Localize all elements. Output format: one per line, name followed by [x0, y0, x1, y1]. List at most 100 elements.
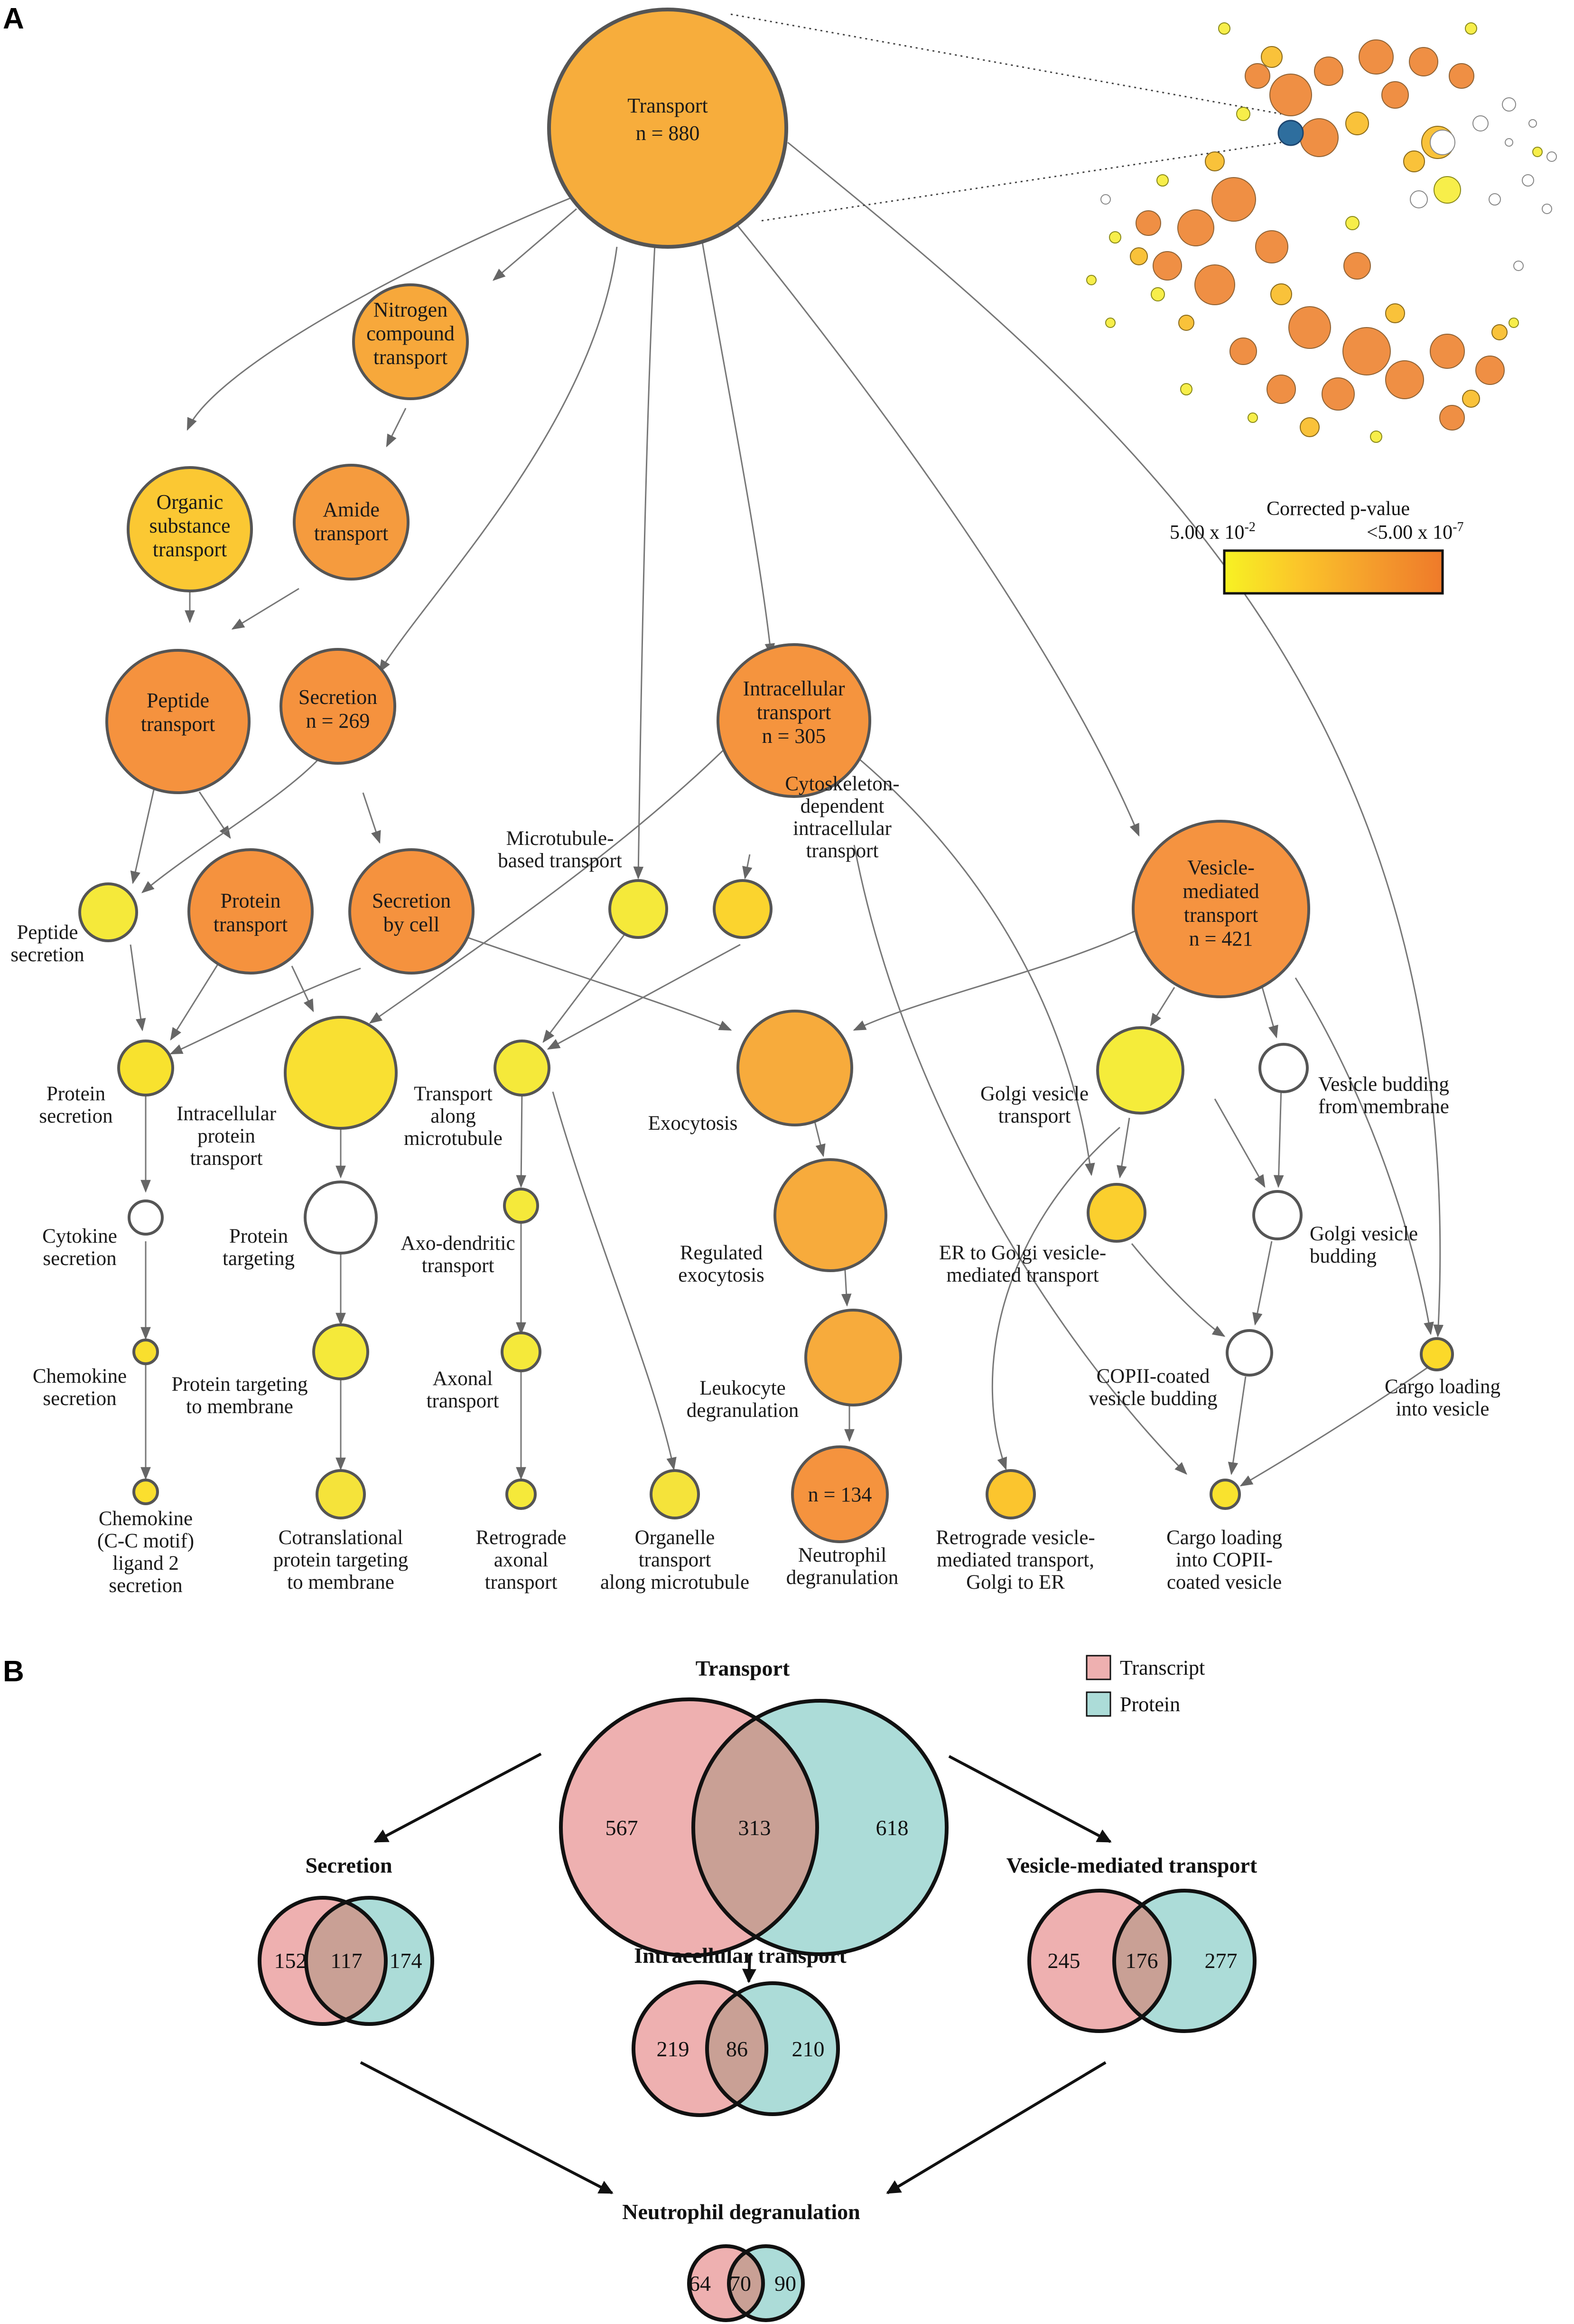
node-copii	[1226, 1329, 1273, 1377]
label-ccl2-2: (C-C motif)	[97, 1530, 194, 1552]
nodes	[78, 8, 1454, 1543]
amide-line1: Amide	[323, 498, 380, 521]
legend-transcript-swatch	[1086, 1655, 1111, 1680]
node-secretion-cell	[348, 848, 475, 975]
nitrogen-line2: compound	[366, 322, 455, 345]
transport-n: n = 880	[636, 122, 700, 145]
node-transport	[547, 8, 788, 249]
venn-vesicle-title: Vesicle-mediated transport	[1006, 1853, 1257, 1877]
label-retro-axonal-3: transport	[485, 1571, 558, 1593]
node-exocytosis	[736, 1010, 853, 1126]
intracellular-line2: transport	[757, 701, 831, 724]
organic-line2: substance	[149, 514, 230, 537]
label-cytoskeleton-2: dependent	[801, 795, 885, 817]
peptide-line2: transport	[141, 712, 215, 736]
node-er-golgi	[1087, 1183, 1146, 1243]
label-copii-2: vesicle budding	[1089, 1387, 1217, 1410]
protein-transport-line1: Protein	[220, 889, 280, 912]
label-organelle-1: Organelle	[635, 1527, 715, 1549]
label-organelle-3: along microtubule	[600, 1571, 749, 1593]
colorbar-gradient	[1223, 549, 1444, 595]
label-leukocyte-1: Leukocyte	[699, 1377, 785, 1399]
label-intra-protein-2: protein	[197, 1125, 255, 1147]
vesicle-line3: transport	[1184, 903, 1258, 927]
secretion-cell-line2: by cell	[383, 913, 440, 936]
label-cotranslational-1: Cotranslational	[279, 1527, 403, 1549]
node-targeting-membrane	[312, 1323, 369, 1380]
venn-secretion-right: 174	[390, 1949, 422, 1973]
colorbar-low-label: 5.00 x 10-2	[1170, 520, 1256, 544]
label-peptide-secretion-1: Peptide	[17, 921, 78, 944]
zoom-lines	[730, 13, 1282, 222]
venn-transport: Transport 567 313 618	[559, 1656, 949, 1958]
label-cytoskeleton-4: transport	[806, 840, 879, 862]
intracellular-line1: Intracellular	[743, 677, 845, 700]
label-cargo-copii-1: Cargo loading	[1166, 1527, 1282, 1549]
venn-neutrophil-title: Neutrophil degranulation	[622, 2200, 860, 2224]
node-intracellular-protein	[284, 1016, 398, 1130]
venn-secretion-title: Secretion	[305, 1853, 392, 1877]
venn-neutrophil-right: 90	[774, 2271, 796, 2296]
venn-vesicle-right: 277	[1205, 1949, 1238, 1973]
label-cytokine-2: secretion	[43, 1247, 116, 1270]
label-transport-along-1: Transport	[414, 1083, 493, 1105]
vesicle-line2: mediated	[1183, 880, 1259, 903]
label-axonal-2: transport	[427, 1390, 499, 1412]
secretion-line2: n = 269	[306, 709, 370, 732]
legend-protein: Protein	[1120, 1693, 1180, 1716]
label-retro-axonal-1: Retrograde	[475, 1527, 566, 1549]
venn-transport-mid: 313	[738, 1816, 771, 1840]
label-microtubule-2: based transport	[498, 850, 622, 872]
label-targeting-membrane-1: Protein targeting	[171, 1373, 307, 1396]
neutrophil-n: n = 134	[808, 1483, 872, 1506]
node-intracellular	[717, 643, 871, 798]
node-ccl2	[132, 1479, 159, 1505]
node-cytoskeleton	[713, 879, 773, 939]
label-transport-along-2: along	[430, 1105, 476, 1127]
label-cargo-vesicle-1: Cargo loading	[1385, 1376, 1500, 1398]
label-axo-1: Axo-dendritic	[400, 1232, 515, 1255]
label-cotranslational-2: protein targeting	[273, 1549, 409, 1571]
label-microtubule-1: Microtubule-	[506, 827, 614, 850]
label-neutrophil-1: Neutrophil	[798, 1544, 886, 1566]
secretion-line1: Secretion	[298, 685, 377, 709]
node-golgi-budding	[1252, 1190, 1303, 1240]
label-retro-golgi-3: Golgi to ER	[966, 1571, 1065, 1593]
label-ccl2-4: secretion	[109, 1574, 182, 1597]
label-er-golgi-2: mediated transport	[946, 1264, 1099, 1286]
intracellular-line3: n = 305	[762, 724, 826, 748]
node-secretion	[279, 648, 396, 765]
label-leukocyte-2: degranulation	[687, 1399, 799, 1422]
node-regulated-exo	[773, 1158, 887, 1272]
label-er-golgi-1: ER to Golgi vesicle-	[939, 1242, 1106, 1264]
node-retrograde-golgi	[986, 1469, 1036, 1519]
venn-arrows	[360, 1752, 1112, 2194]
node-protein-transport	[187, 848, 314, 975]
node-amide	[293, 464, 410, 581]
venn-secretion-mid: 117	[330, 1949, 362, 1973]
node-axonal	[501, 1331, 541, 1372]
venn-transport-title: Transport	[696, 1656, 790, 1680]
venn-vesicle: Vesicle-mediated transport 245 176 277	[1006, 1853, 1257, 2033]
label-exocytosis: Exocytosis	[648, 1112, 738, 1134]
node-protein-secretion	[117, 1040, 174, 1096]
label-regulated-1: Regulated	[680, 1242, 763, 1264]
label-protein-targeting-2: targeting	[223, 1247, 295, 1270]
label-golgi-budding-1: Golgi vesicle	[1310, 1223, 1418, 1245]
venn-intracellular-right: 210	[792, 2037, 825, 2061]
vesicle-line4: n = 421	[1189, 927, 1253, 950]
venn-vesicle-mid: 176	[1126, 1949, 1158, 1973]
label-ccl2-3: ligand 2	[112, 1552, 179, 1574]
node-protein-targeting	[304, 1181, 378, 1255]
nitrogen-line3: transport	[373, 346, 447, 369]
legend: Transcript Protein	[1086, 1655, 1205, 1717]
node-peptide	[105, 649, 251, 794]
label-peptide-secretion-2: secretion	[10, 944, 84, 966]
node-axo-dendritic	[503, 1188, 539, 1224]
nitrogen-line1: Nitrogen	[373, 298, 447, 321]
venn-intracellular-left: 219	[657, 2037, 689, 2061]
node-retrograde-axonal	[505, 1479, 537, 1510]
venn-intracellular-title: Intracellular transport	[634, 1943, 847, 1968]
label-chemokine-2: secretion	[43, 1387, 116, 1410]
label-retro-golgi-2: mediated transport,	[937, 1549, 1094, 1571]
